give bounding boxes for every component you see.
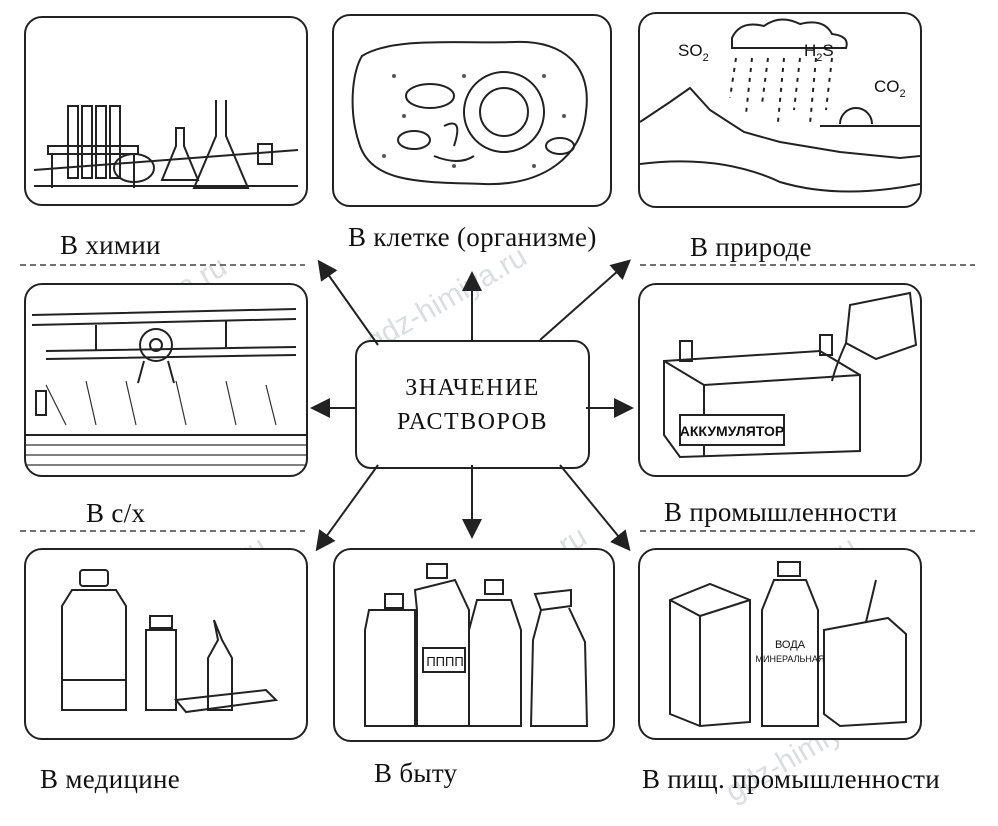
food-industry-panel: ВОДА МИНЕРАЛЬНАЯ [638,548,922,740]
nature-panel: SO2 H2S CO2 [638,12,922,208]
svg-text:CO2: CO2 [874,77,906,100]
car-battery-icon: АККУМУЛЯТОР [663,291,918,459]
caption-cell: В клетке (организме) [348,222,597,252]
caption-medicine: В медицине [40,764,180,794]
svg-text:SO2: SO2 [678,41,709,64]
cell-icon [351,40,588,186]
arrow-to-medicine [315,464,379,552]
chemistry-panel [24,16,308,206]
household-panel: ПППП [333,548,615,742]
center-title-box: ЗНАЧЕНИЕ РАСТВОРОВ [355,340,590,469]
caption-chemistry: В химии [60,230,161,260]
svg-text:МИНЕРАЛЬНАЯ: МИНЕРАЛЬНАЯ [756,654,825,664]
svg-text:ПППП: ПППП [426,654,463,669]
caption-nature: В природе [690,232,812,262]
crop-duster-plane-icon [26,308,306,466]
arrow-to-chemistry [317,259,379,346]
svg-text:H2S: H2S [804,41,834,64]
agriculture-panel [24,283,308,477]
caption-agriculture: В с/х [86,498,146,528]
cell-panel [332,14,612,207]
arrow-to-nature [539,259,631,341]
lab-glassware-icon [33,100,299,189]
center-title-line1: ЗНАЧЕНИЕ [405,374,540,401]
caption-food-industry: В пищ. промышленности [642,764,940,794]
svg-text:ВОДА: ВОДА [775,639,806,651]
industry-panel: АККУМУЛЯТОР [638,283,922,477]
caption-household: В быту [374,758,458,788]
household-chemicals-icon: ПППП [364,563,589,727]
arrow-to-food-industry [559,464,631,552]
svg-text:АККУМУЛЯТОР: АККУМУЛЯТОР [680,423,784,439]
food-drinks-icon: ВОДА МИНЕРАЛЬНАЯ [669,561,907,728]
center-title-line2: РАСТВОРОВ [397,408,548,435]
acid-rain-icon: SO2 H2S CO2 [640,18,920,193]
medicine-panel [24,548,308,740]
medicine-bottles-icon [61,569,279,714]
caption-industry: В промышленности [664,497,898,527]
